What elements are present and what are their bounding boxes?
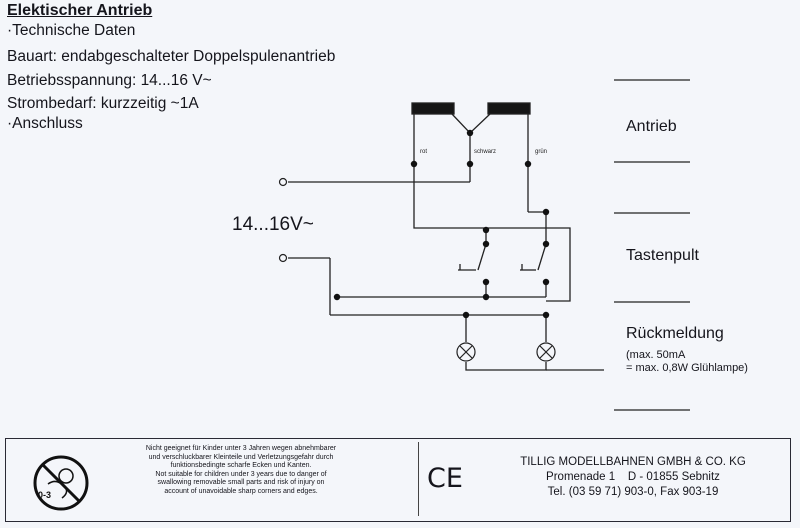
lamp-right-icon [536, 342, 556, 362]
warning-line: account of unavoidable sharp corners and… [164, 487, 318, 495]
company-phone: Tel. (03 59 71) 903-0, Fax 903-19 [547, 486, 719, 498]
warning-line: funktionsbedingte scharfe Ecken und Kant… [170, 462, 312, 470]
company-info: TILLIG MODELLBAHNEN GMBH & CO. KG Promen… [478, 455, 788, 500]
spec-betriebsspannung: Betriebsspannung: 14...16 V~ [7, 72, 212, 89]
label-tastenpult: Tastenpult [626, 247, 699, 264]
coil-right [487, 102, 531, 115]
spec-technische-daten: ·Technische Daten [7, 22, 136, 39]
coil-left [411, 102, 455, 115]
terminal-input-2 [278, 253, 288, 263]
warning-line: und verschluckbarer Kleinteile und Verle… [148, 453, 334, 461]
wire-label-black: schwarz [474, 149, 496, 155]
wire-label-red: rot [420, 149, 427, 155]
warning-line: Nicht geeignet für Kinder unter 3 Jahren… [145, 445, 337, 452]
spec-anschluss: ·Anschluss [7, 115, 83, 132]
label-antrieb: Antrieb [626, 118, 677, 135]
junction-dots [333, 129, 550, 319]
spec-strombedarf: Strombedarf: kurzzeitig ~1A [7, 95, 199, 112]
voltage-label: 14...16V~ [232, 214, 314, 235]
company-name: TILLIG MODELLBAHNEN GMBH & CO. KG [520, 456, 746, 468]
terminal-input-1 [278, 177, 288, 187]
age-badge: 0-3 [38, 490, 51, 500]
warning-line: Not suitable for children under 3 years … [155, 470, 327, 478]
lamp-left-icon [456, 342, 476, 362]
label-rueckmeldung-note-1: (max. 50mA [626, 349, 686, 361]
footer-divider [418, 442, 419, 516]
ce-mark: CE [427, 463, 463, 494]
company-address: Promenade 1 D - 01855 Sebnitz [546, 471, 720, 483]
page-title: Elektischer Antrieb [7, 2, 153, 19]
label-rueckmeldung: Rückmeldung [626, 325, 724, 342]
safety-warning: Nicht geeignet für Kinder unter 3 Jahren… [100, 445, 382, 497]
footer-box [5, 438, 791, 522]
wire-label-green: grün [535, 149, 547, 155]
no-children-under-3-icon: 0-3 [33, 455, 89, 511]
warning-line: swallowing removable small parts and ris… [157, 479, 325, 487]
spec-bauart: Bauart: endabgeschalteter Doppelspulenan… [7, 48, 336, 65]
label-rueckmeldung-note-2: = max. 0,8W Glühlampe) [626, 362, 748, 374]
